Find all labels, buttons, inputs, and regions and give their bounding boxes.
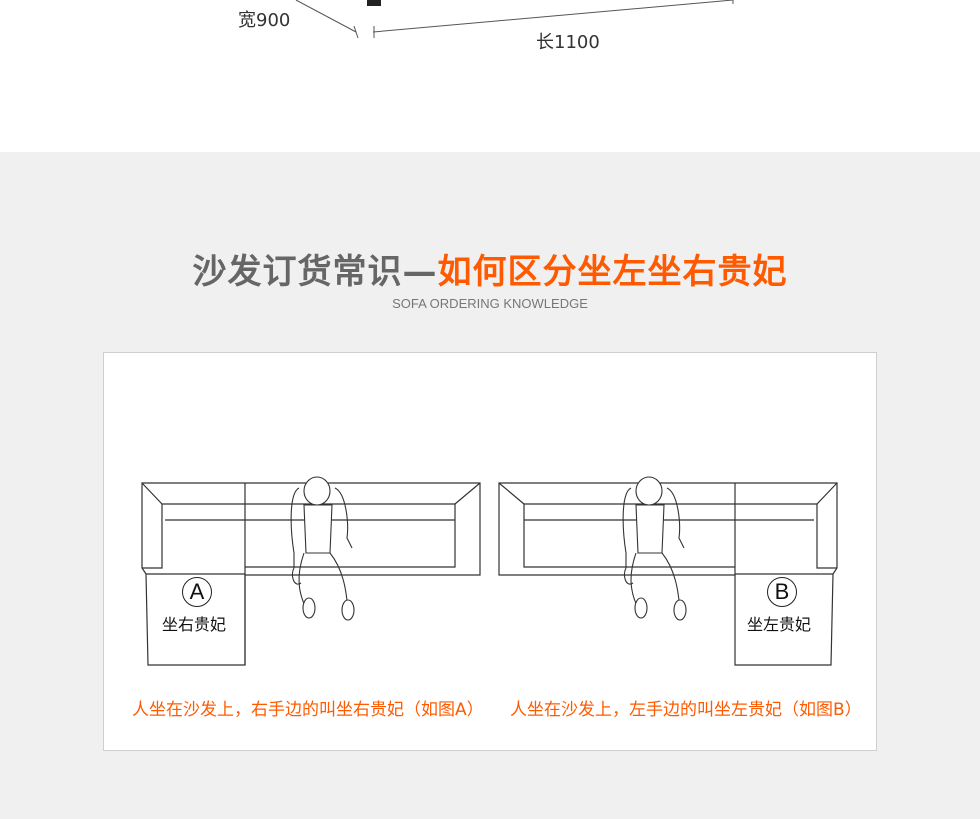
section-title-prefix: 沙发订货常识— xyxy=(192,252,438,292)
person-a-figure xyxy=(290,476,355,621)
dimension-lines-drawing xyxy=(295,0,734,39)
section-subtitle: SOFA ORDERING KNOWLEDGE xyxy=(392,296,588,311)
diagram-a-seat-label: 坐右贵妃 xyxy=(162,615,227,634)
section-title-highlight: 如何区分坐左坐右贵妃 xyxy=(437,252,788,292)
diagram-b-seat-label: 坐左贵妃 xyxy=(747,615,812,634)
diagram-a-badge: A xyxy=(182,577,212,607)
section-title: 沙发订货常识—如何区分坐左坐右贵妃 xyxy=(0,244,980,293)
sofa-a-inner xyxy=(162,503,456,568)
width-dimension-label: 宽900 xyxy=(238,10,291,31)
person-b-figure xyxy=(622,476,687,621)
diagram-b-badge: B xyxy=(767,577,797,607)
diagram-b-caption: 人坐在沙发上，左手边的叫坐左贵妃（如图B） xyxy=(510,700,862,720)
sofa-a-drawing xyxy=(141,476,481,666)
length-dimension-label: 长1100 xyxy=(536,32,600,53)
sofa-b-drawing xyxy=(498,476,838,666)
sofa-b-inner xyxy=(524,503,837,569)
sofa-diagram-panel: A 坐右贵妃 人坐在沙发上，右手边的叫坐右贵妃（如图A） B 坐左贵妃 人坐在沙… xyxy=(103,352,877,751)
sofa-b-outline xyxy=(498,482,838,666)
diagram-a-caption: 人坐在沙发上，右手边的叫坐右贵妃（如图A） xyxy=(132,700,484,720)
top-dimension-area: 宽900 长1100 xyxy=(0,0,980,152)
